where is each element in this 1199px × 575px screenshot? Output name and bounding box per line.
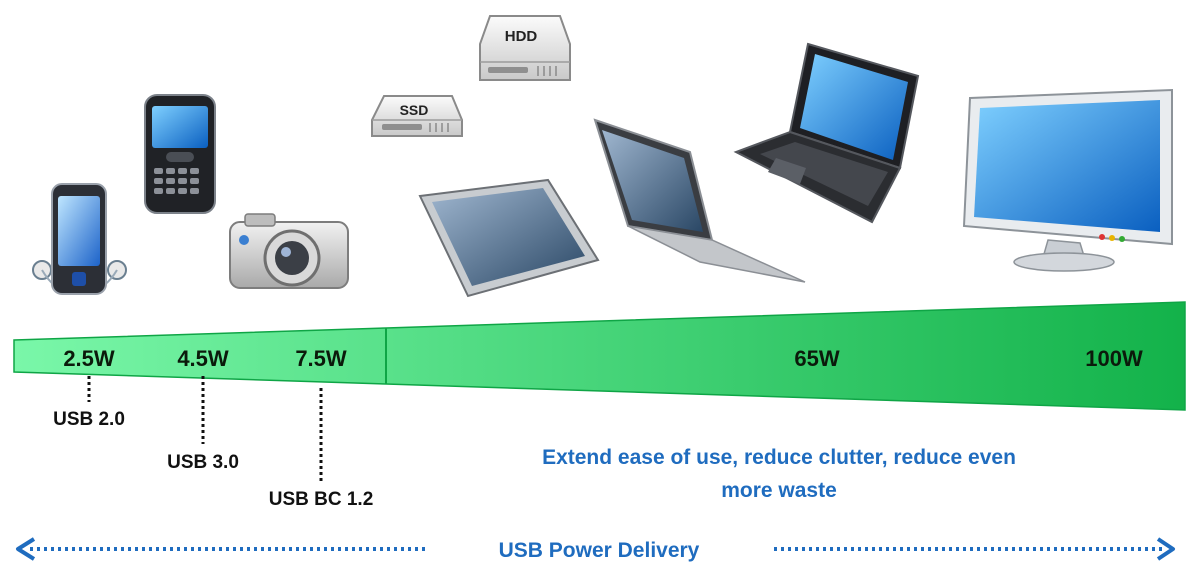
pd-label: USB Power Delivery: [499, 539, 700, 562]
tagline-line2: more waste: [721, 479, 837, 502]
right-arrowhead-icon: [1156, 537, 1175, 561]
watt-label: 65W: [794, 346, 839, 371]
watt-label: 4.5W: [177, 346, 229, 371]
standard-label: USB BC 1.2: [269, 489, 374, 510]
watt-label: 100W: [1085, 346, 1143, 371]
ssd-drive-icon: SSD: [371, 95, 463, 137]
hdd-label: HDD: [505, 28, 538, 45]
ssd-label: SSD: [400, 102, 429, 118]
smartphone-icon: [144, 94, 216, 214]
tagline-line1: Extend ease of use, reduce clutter, redu…: [542, 446, 1016, 469]
laptop-icon: [733, 42, 920, 224]
power-bar: [13, 301, 1186, 411]
media-player-icon: [32, 183, 127, 295]
hdd-drive-icon: [479, 15, 571, 81]
camera-icon: [229, 213, 349, 289]
left-arrowhead-icon: [16, 537, 36, 561]
watt-label: 7.5W: [295, 346, 347, 371]
watt-labels: 2.5W 4.5W 7.5W 65W 100W: [63, 346, 1143, 371]
monitor-icon: [962, 88, 1173, 272]
ultrabook-icon: [593, 118, 806, 283]
standard-label: USB 3.0: [167, 452, 239, 473]
watt-label: 2.5W: [63, 346, 115, 371]
usb-standard-markers: [87, 376, 323, 482]
standard-label: USB 2.0: [53, 409, 125, 430]
pd-range-arrow: [16, 537, 1175, 561]
tablet-icon: [418, 178, 600, 298]
